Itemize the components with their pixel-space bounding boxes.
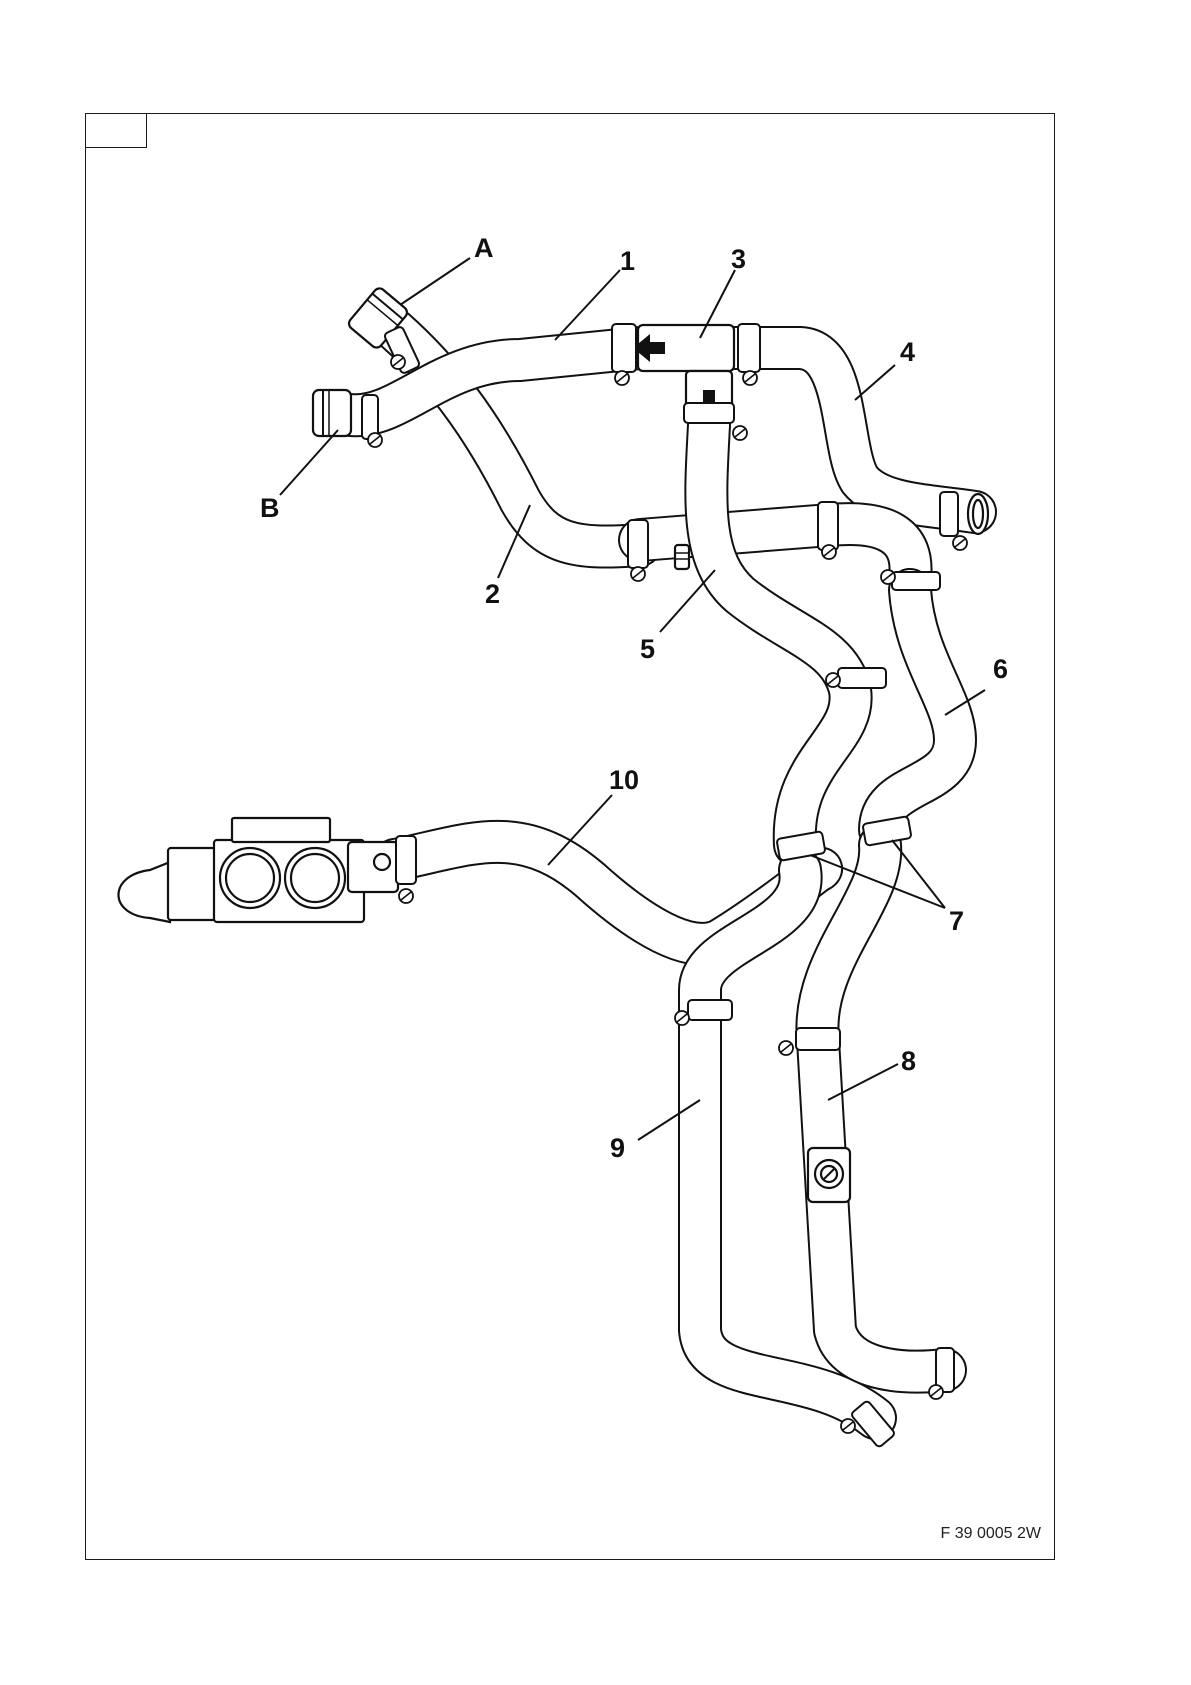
hose-8 <box>817 845 945 1372</box>
callout-6: 6 <box>993 654 1008 684</box>
callout-4: 4 <box>900 337 915 367</box>
callout-5: 5 <box>640 634 655 664</box>
callout-7: 7 <box>949 906 964 936</box>
callout-9: 9 <box>610 1133 625 1163</box>
hose-6 <box>880 590 955 830</box>
valve-body <box>808 1148 850 1202</box>
callout-1: 1 <box>620 246 635 276</box>
callout-10: 10 <box>609 765 639 795</box>
figure-reference-code: F 39 0005 2W <box>941 1525 1042 1543</box>
hose-4 <box>720 348 975 512</box>
callout-2: 2 <box>485 579 500 609</box>
callout-8: 8 <box>901 1046 916 1076</box>
connector-b <box>313 390 351 436</box>
callout-3: 3 <box>731 244 746 274</box>
heater-valve-block <box>119 818 399 922</box>
callout-a: A <box>474 233 494 263</box>
hose-5 <box>706 425 850 845</box>
callout-b: B <box>260 493 280 523</box>
